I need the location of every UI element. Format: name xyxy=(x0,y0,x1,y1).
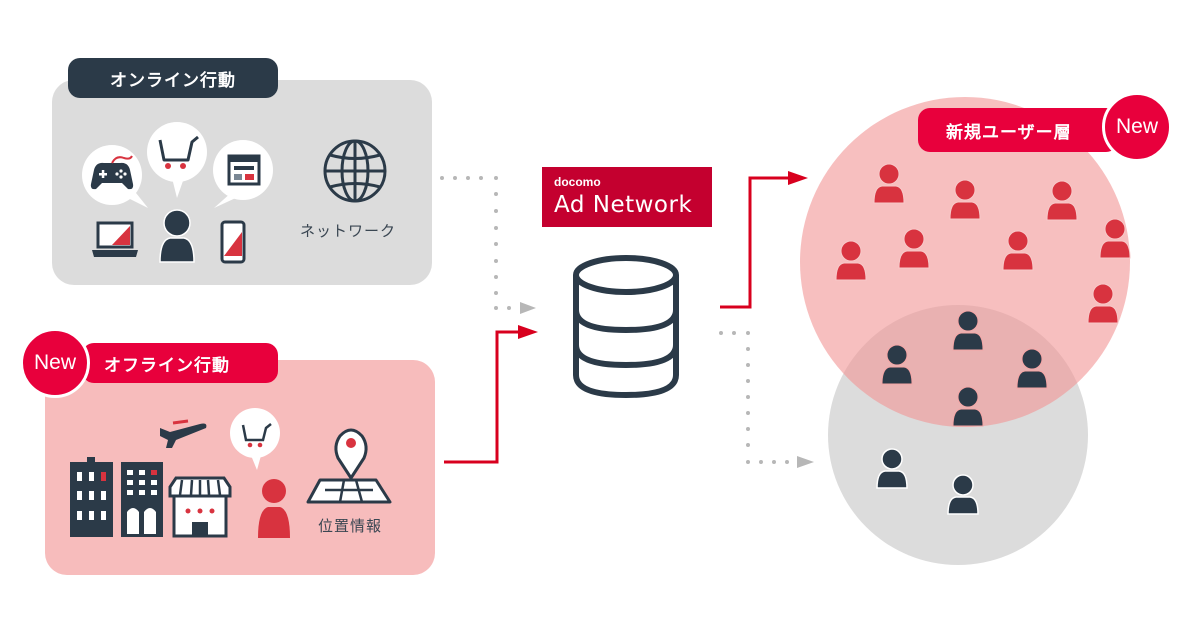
smartphone-icon xyxy=(220,220,246,264)
shopping-cart-icon xyxy=(241,423,272,448)
game-controller-icon xyxy=(90,155,134,190)
offline-icons xyxy=(70,408,392,538)
offline-behavior-title: オフライン行動 xyxy=(82,343,278,383)
office-building-icon xyxy=(121,462,163,537)
brand-small-text: docomo xyxy=(554,175,601,189)
online-behavior-title: オンライン行動 xyxy=(68,58,278,98)
online-icons xyxy=(82,122,387,264)
globe-icon xyxy=(323,139,387,203)
network-label: ネットワーク xyxy=(300,222,397,240)
laptop-icon xyxy=(92,221,138,257)
shopping-cart-icon xyxy=(158,135,199,169)
brand-big-text: Ad Network xyxy=(554,192,693,218)
output-existing-users-arrow xyxy=(719,331,814,468)
online-flow-arrow xyxy=(440,176,536,314)
database-icon xyxy=(573,255,679,399)
offline-flow-arrow xyxy=(444,325,538,464)
person-icon xyxy=(159,209,195,263)
airplane-icon xyxy=(160,419,207,448)
docomo-ad-network-logo: docomo Ad Network xyxy=(542,167,712,227)
person-icon xyxy=(258,479,290,538)
new-users-new-badge: New xyxy=(1102,92,1172,162)
new-users-title: 新規ユーザー層 xyxy=(918,108,1118,152)
offline-new-badge: New xyxy=(20,328,90,398)
building-icon xyxy=(70,457,113,537)
map-pin-icon xyxy=(306,428,392,504)
output-new-users-arrow xyxy=(720,171,808,309)
location-info-label: 位置情報 xyxy=(318,517,383,535)
store-icon xyxy=(168,476,232,538)
web-browser-icon xyxy=(227,154,261,186)
